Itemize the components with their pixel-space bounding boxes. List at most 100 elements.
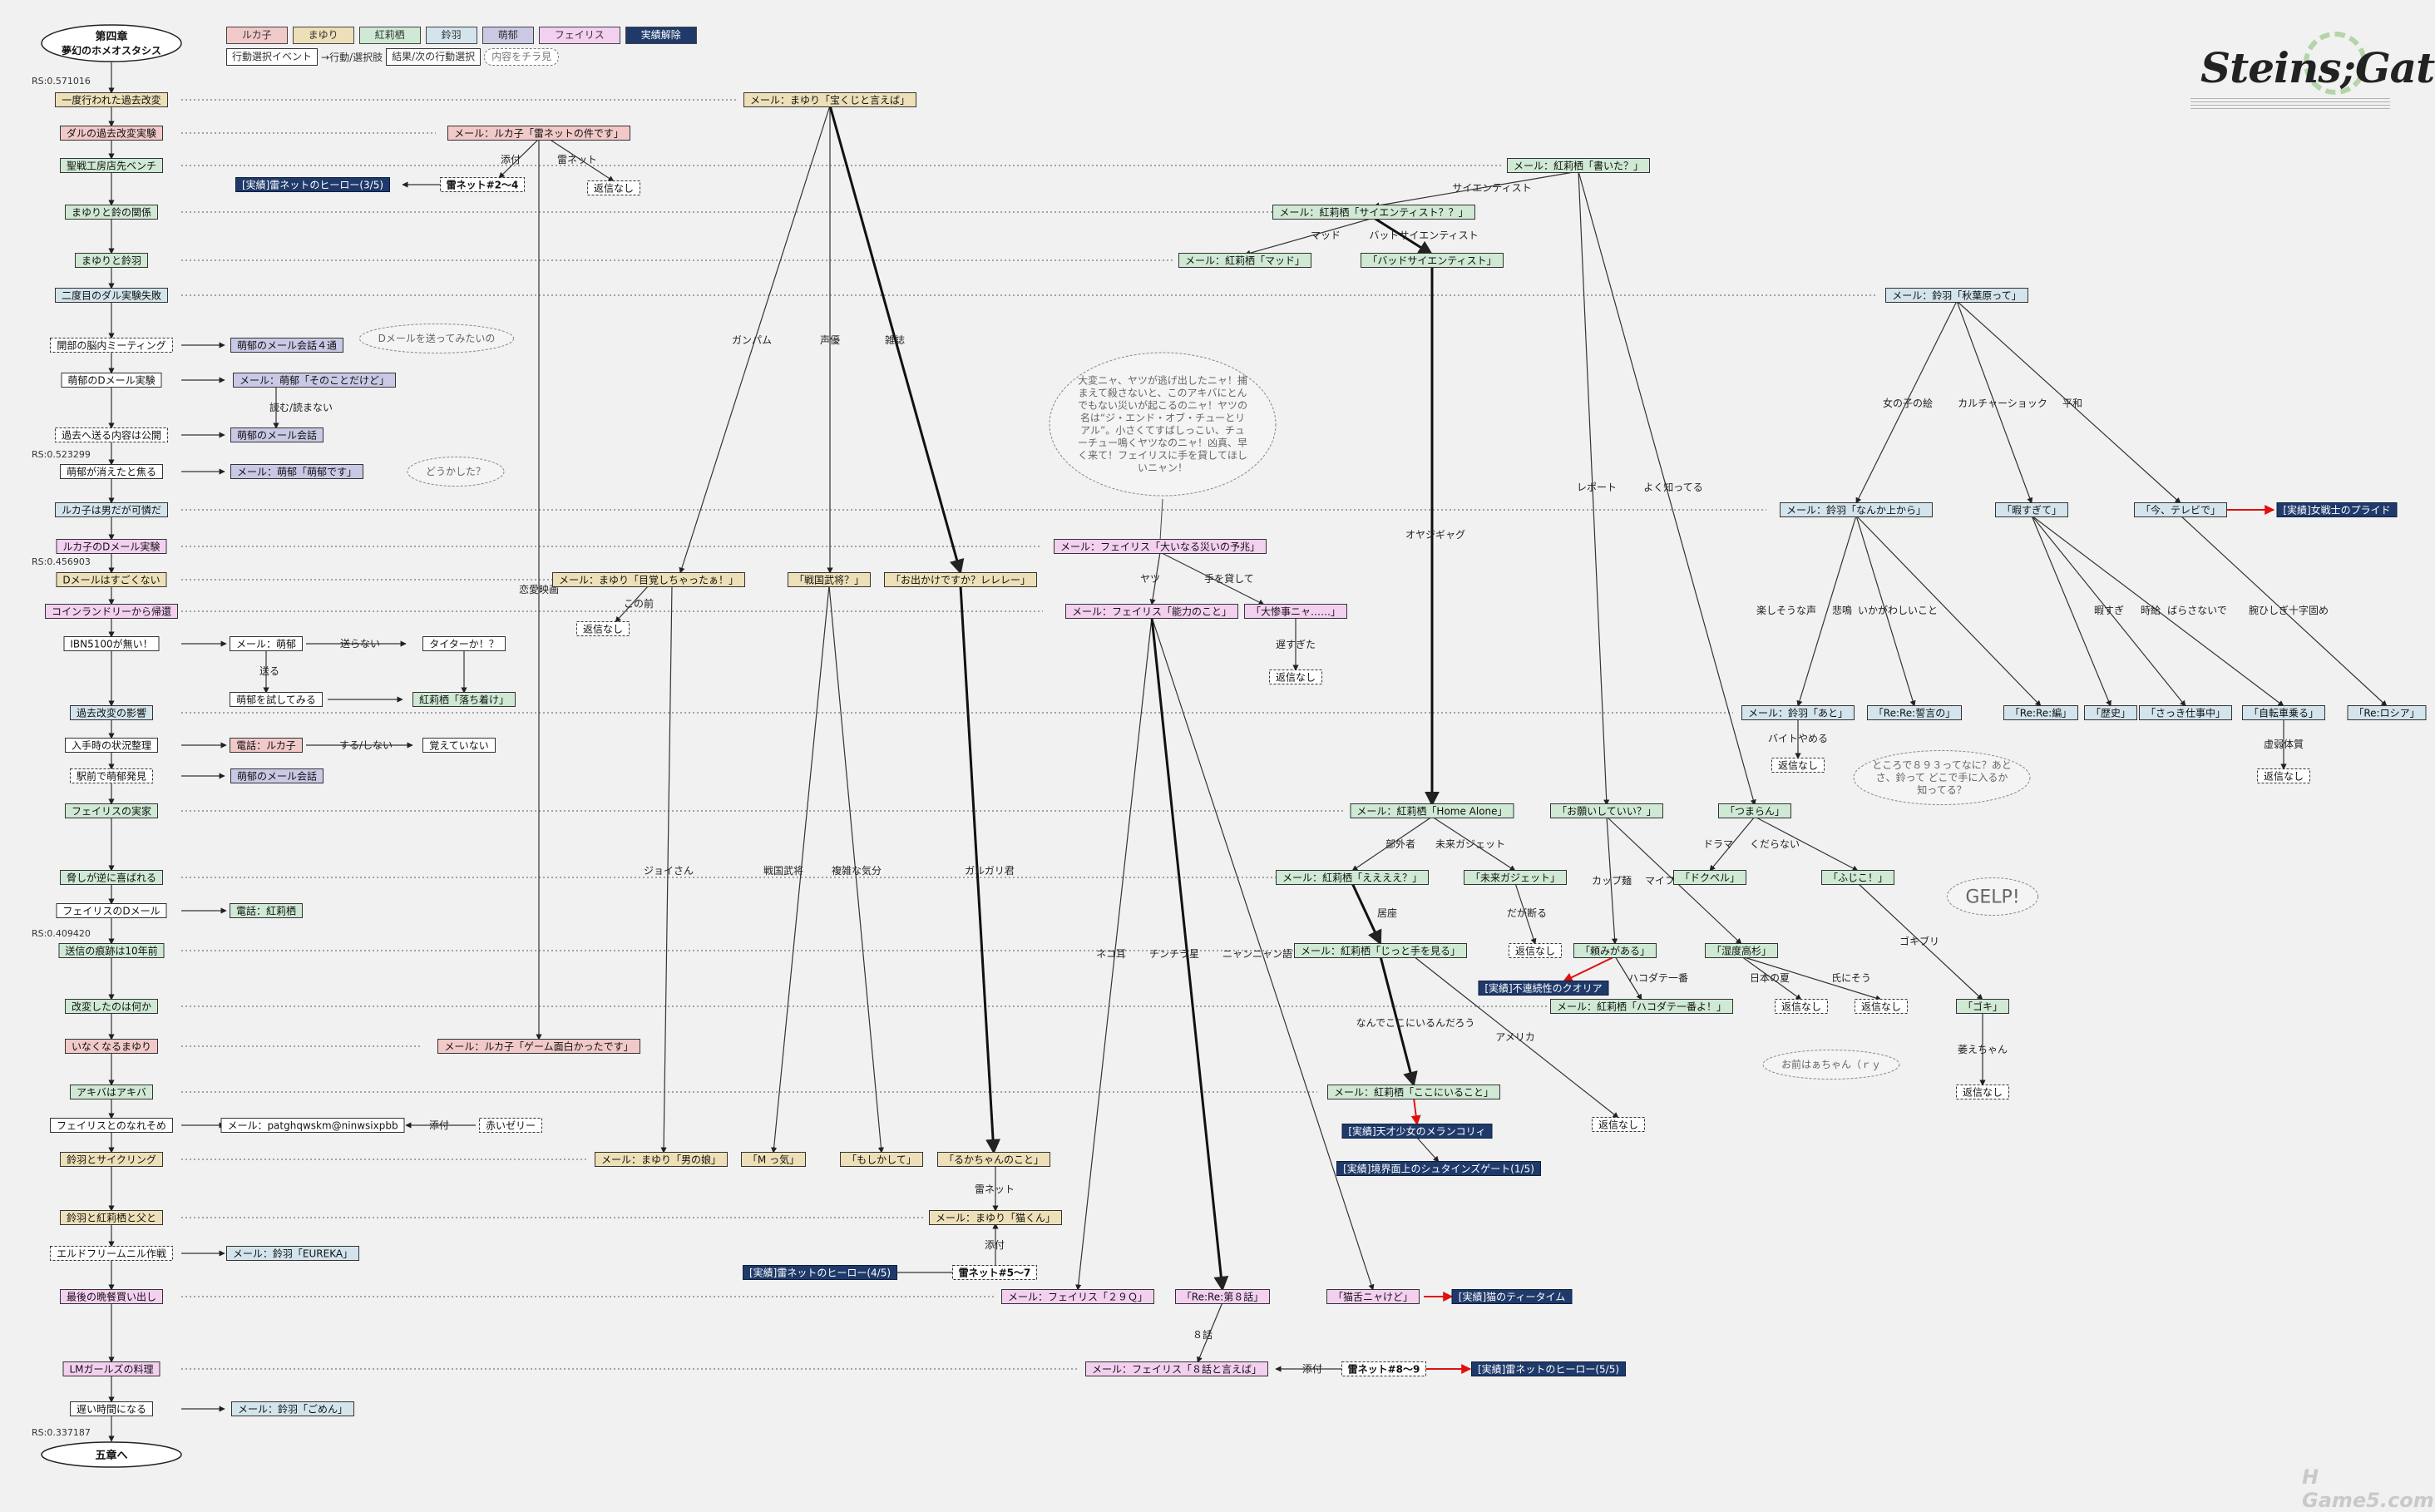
node-label: 「Re:Re:第８話」 [1182,1291,1263,1303]
choice-label: くだらない [1750,838,1800,850]
choice-label: なんでここにいるんだろう [1356,1017,1475,1029]
node-label: メール：鈴羽「なんか上から」 [1786,504,1926,516]
node-label: メール：紅莉栖「ここにいること」 [1334,1086,1494,1099]
flow-edge [1606,816,1618,945]
flow-node: 「るかちゃんのこと」 [937,1152,1050,1167]
choice-label: 添付 [501,154,521,166]
flow-node: メール：まゆり「男の娘」 [595,1152,728,1167]
node-label: コインランドリーから帰還 [52,606,171,618]
flow-edge [1431,816,1516,872]
flow-node: 「Re:Re:編」 [2003,705,2078,720]
flow-edge [498,138,540,179]
flow-node: 萌郁を試してみる [230,692,323,707]
flow-node: 「Re:ロシア」 [2347,705,2427,720]
node-label: 過去へ送る内容は公開 [62,429,161,442]
flow-node: メール：萌郁 [230,636,303,651]
flow-node: まゆりと鈴の関係 [65,205,158,220]
node-label: 紅莉栖「落ち着け」 [419,694,509,706]
node-label: 入手時の状況整理 [72,739,151,752]
speech-bubble: Dメールを送ってみたいの [358,324,515,353]
flow-node: 「お願いしていい？」 [1550,803,1663,818]
node-label: 「Re:ロシア」 [2354,708,2419,719]
logo-text: Steins;Gate [2200,43,2435,92]
flow-node: RS:0.571016 [32,76,91,86]
node-label: 返信なし [1781,1001,1821,1013]
node-label: ルカ子は男だが可憐だ [62,504,161,516]
node-label: Dメールはすごくない [62,574,160,586]
choice-label: 時給 [2141,605,2161,616]
flow-node: 「ふじこ！」 [1821,870,1894,885]
flow-node: 返信なし [1771,758,1825,773]
flow-edge [1578,170,1756,806]
flow-node: Dメールはすごくない [56,572,167,587]
speech-bubble: 大変ニャ、ヤツが逃げ出したニャ！捕まえて殺さないと、このアキバにとんでもない災い… [1049,352,1277,497]
legend-swatch: 鈴羽 [425,27,477,44]
node-label: 「つまらん」 [1725,806,1785,818]
flow-node: フェイリスのDメール [56,903,167,918]
flow-node: メール：萌郁「そのことだけど」 [233,373,396,388]
flow-edge [1151,616,1375,1291]
flow-node: 覚えていない [422,738,496,753]
choice-label: 複雑な気分 [832,864,882,877]
flow-node: 一度行われた過去改変 [55,92,168,107]
flow-node: 萌郁のメール会話４通 [230,338,343,353]
flow-edge [1562,956,1616,982]
node-label: 「Re:Re:誓言の」 [1874,708,1955,719]
flow-node: タイターか！？ [422,636,506,651]
flow-node: フェイリスとのなれそめ [50,1118,173,1133]
node-label: 萌郁のDメール実験 [67,374,155,387]
flow-node: 「M っ気」 [741,1152,806,1167]
flow-edge [1514,882,1537,945]
flow-node: 萌郁のメール会話 [230,768,324,783]
flow-node: 「頼みがある」 [1573,943,1657,958]
flow-edge [1159,551,1265,605]
choice-label: ヤツ [1140,573,1160,585]
node-label: まゆりと鈴羽 [81,254,141,267]
node-label: メール：まゆり「猫くん」 [936,1213,1055,1224]
flow-node: [実績]境界面上のシュタインズゲート(1/5) [1336,1161,1541,1176]
choice-label: この前 [624,597,654,610]
speech-bubble: ところで８９３ってなに？あとさ、鈴って どこで手に入るか知ってる？ [1853,750,2031,805]
node-label: 「ゴキ」 [1963,1001,2003,1013]
flow-node: 鈴羽と紅莉栖と父と [60,1210,163,1225]
node-label: 「湿度高杉」 [1711,945,1771,957]
flow-node: 「ドクペル」 [1673,870,1746,885]
flow-node: 萌郁が消えたと焦る [60,464,163,479]
flow-edge [679,105,831,574]
flow-edge [1614,956,1642,1001]
flow-node: ルカ子のDメール実験 [56,539,167,554]
flow-node: 開部の脳内ミーティング [50,338,173,353]
choice-label: ジョイさん [644,865,694,877]
flow-node: 電話：紅莉栖 [230,903,303,918]
node-label: メール：patghqwskm@ninwsixpbb [227,1120,398,1132]
flow-node: 「未来ガジェット」 [1464,870,1567,885]
flow-node: コインランドリーから帰還 [45,604,178,619]
flow-node: 「もしかして」 [840,1152,923,1167]
flow-node: LMガールズの料理 [62,1361,161,1376]
legend-swatch: ルカ子 [226,27,288,44]
flow-edge [1351,882,1382,946]
node-label: 「もしかして」 [847,1154,916,1166]
flow-node: 返信なし [1855,999,1908,1014]
choice-label: 送る [259,665,279,677]
flow-node: メール：紅莉栖「マッド」 [1178,253,1311,268]
node-label: [実績]天才少女のメランコリィ [1348,1125,1485,1138]
flow-node: メール：紅莉栖「じっと手を見る」 [1294,943,1467,958]
choice-label: 居座 [1377,907,1397,919]
node-label: 「自転車乗る」 [2249,708,2319,719]
flow-edge [615,585,649,623]
legend-swatch: 実績解除 [625,27,697,44]
choice-label: 腕ひしぎ十字固め [2249,604,2329,616]
flow-node: [実績]不連続性のクオリア [1478,981,1609,996]
flow-node: メール：鈴羽「秋葉原って」 [1885,288,2028,303]
flow-edge [2031,515,2186,707]
flow-node: 五章へ [41,1441,182,1468]
choice-label: 萎えちゃん [1958,1044,2008,1055]
node-label: 「お願いしていい？」 [1557,806,1657,818]
flow-edge [1741,956,1802,1001]
node-label: フェイリスの実家 [72,805,151,818]
choice-label: マッド [1311,230,1341,241]
flow-node: 「お出かけですか？レレレー」 [884,572,1037,587]
flow-node: [実績]雷ネットのヒーロー(5/5) [1471,1361,1626,1376]
